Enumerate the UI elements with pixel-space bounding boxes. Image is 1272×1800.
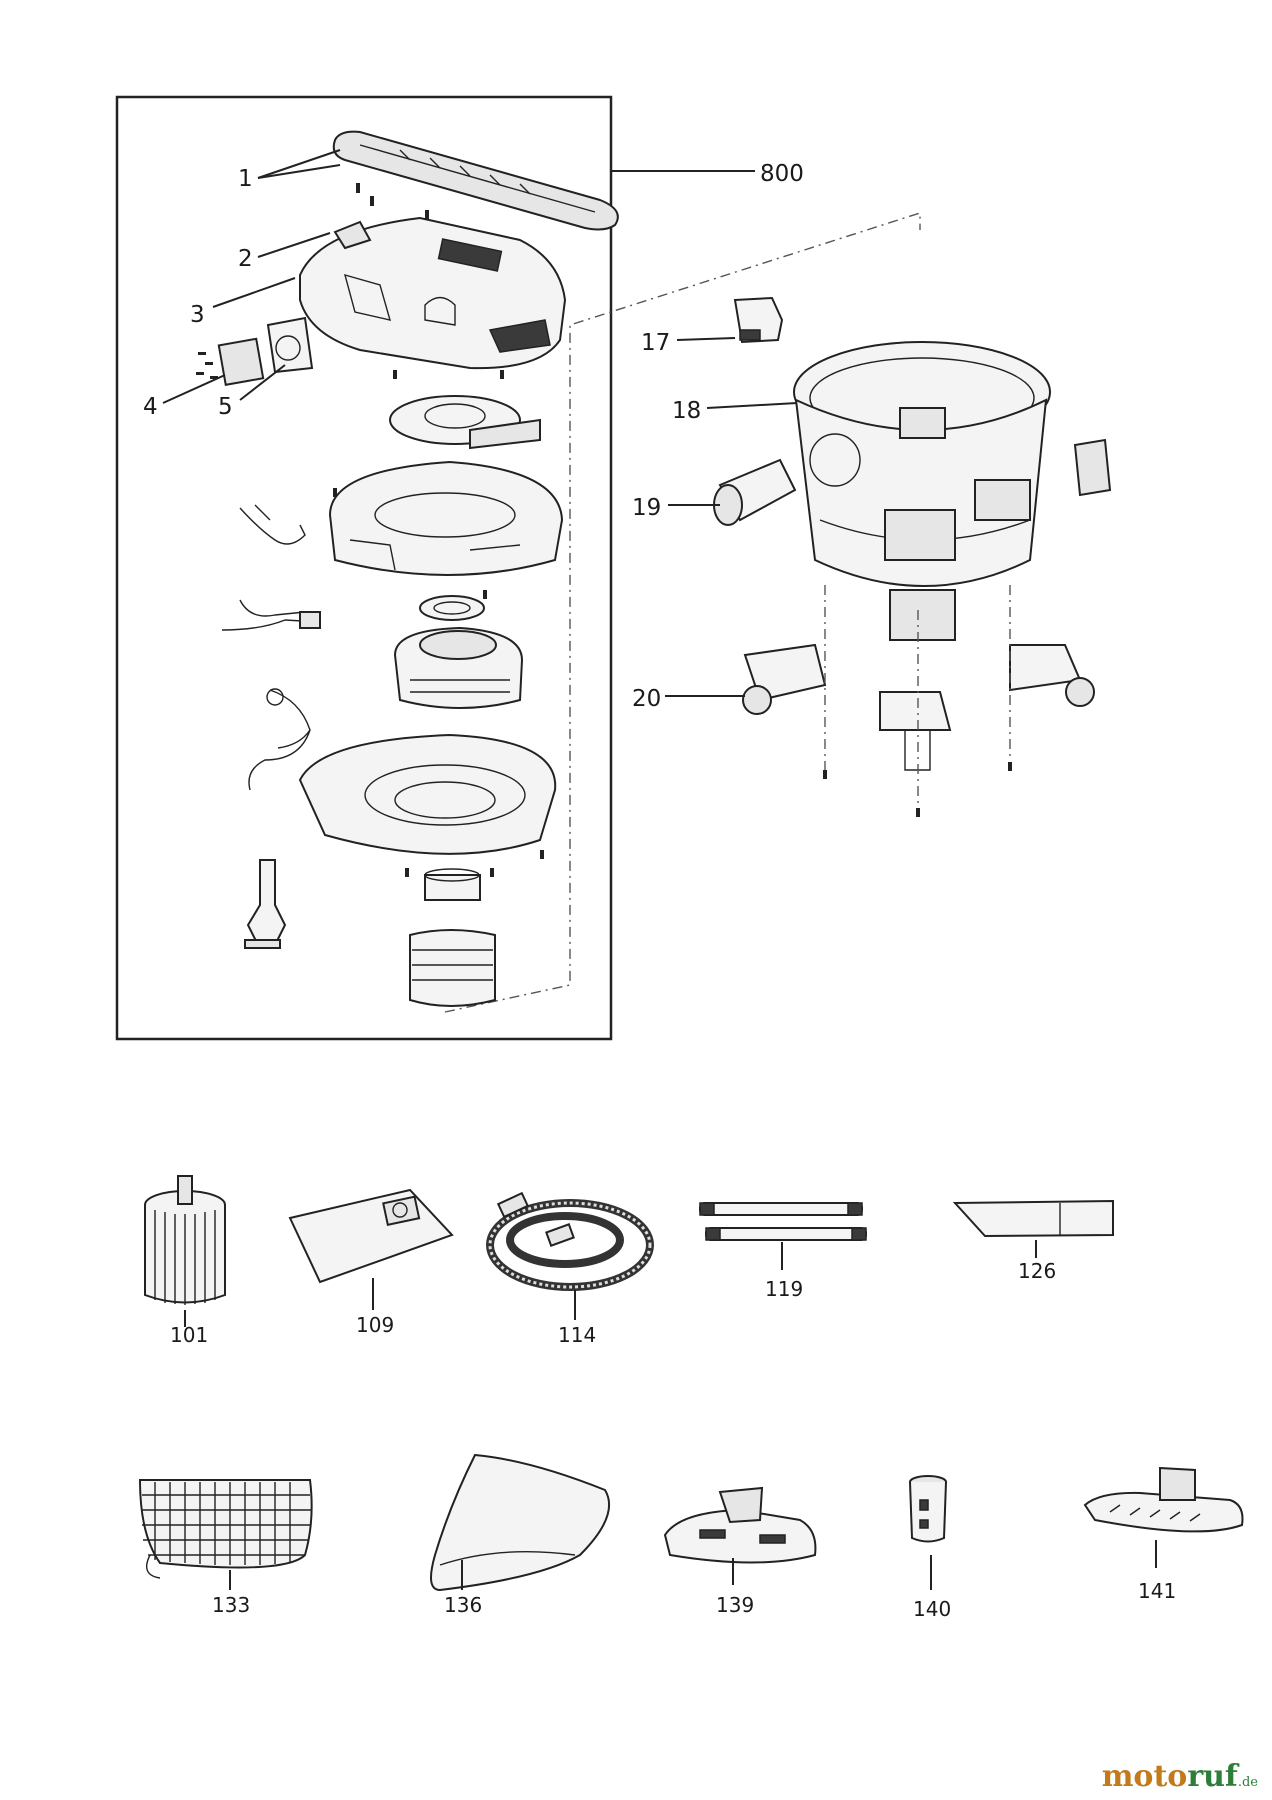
assembly-frame (115, 95, 613, 1041)
filter-bag-109 (288, 1188, 454, 1284)
part-label-136: 136 (444, 1593, 482, 1617)
dust-bag-136 (430, 1453, 610, 1592)
part-label-5: 5 (218, 394, 233, 420)
site-watermark: motoruf.de (1101, 1759, 1258, 1794)
part-label-126: 126 (1018, 1259, 1056, 1283)
motor-base-plate (298, 733, 557, 855)
part-label-20: 20 (632, 686, 661, 712)
adapter-140 (909, 1475, 947, 1543)
impeller-plate (389, 395, 541, 450)
wiring-harness-3 (248, 688, 311, 791)
part-label-109: 109 (356, 1313, 394, 1337)
part-label-139: 139 (716, 1593, 754, 1617)
screws-stack (333, 370, 544, 877)
switch-part (196, 337, 265, 386)
seal-ring (419, 595, 485, 621)
inlet-port-part-19 (713, 433, 861, 526)
motor-cover-part (266, 316, 314, 374)
part-label-141: 141 (1138, 1579, 1176, 1603)
filter-mesh-133 (138, 1479, 313, 1579)
wet-nozzle-141 (1083, 1466, 1244, 1533)
drum-part-18 (793, 341, 1112, 587)
part-label-133: 133 (212, 1593, 250, 1617)
filter-cage (409, 929, 496, 1007)
part-label-17: 17 (641, 330, 670, 356)
drum-screws-guides (823, 585, 1012, 817)
part-label-140: 140 (913, 1597, 951, 1621)
assembly-label-800: 800 (760, 161, 804, 187)
part-label-19: 19 (632, 495, 661, 521)
motor-unit (393, 626, 524, 709)
top-cover-part (299, 216, 567, 370)
part-label-119: 119 (765, 1277, 803, 1301)
extension-wands-119 (699, 1202, 867, 1241)
wiring-harness-1 (239, 504, 306, 545)
part-label-101: 101 (170, 1323, 208, 1347)
motor-housing (328, 460, 564, 576)
part-label-18: 18 (672, 398, 701, 424)
float-cage (244, 859, 287, 949)
part-label-4: 4 (143, 394, 158, 420)
part-label-2: 2 (238, 246, 253, 272)
filter-ring (424, 868, 481, 901)
part-label-1: 1 (238, 166, 253, 192)
part-label-3: 3 (190, 302, 205, 328)
cartridge-filter-101 (144, 1175, 226, 1305)
wiring-harness-2 (221, 599, 321, 631)
floor-nozzle-139 (663, 1486, 817, 1564)
bracket-part-17 (733, 296, 784, 344)
hose-114 (486, 1191, 654, 1291)
handle-part (332, 130, 619, 231)
part-label-114: 114 (558, 1323, 596, 1347)
crevice-tool-126 (952, 1199, 1114, 1238)
